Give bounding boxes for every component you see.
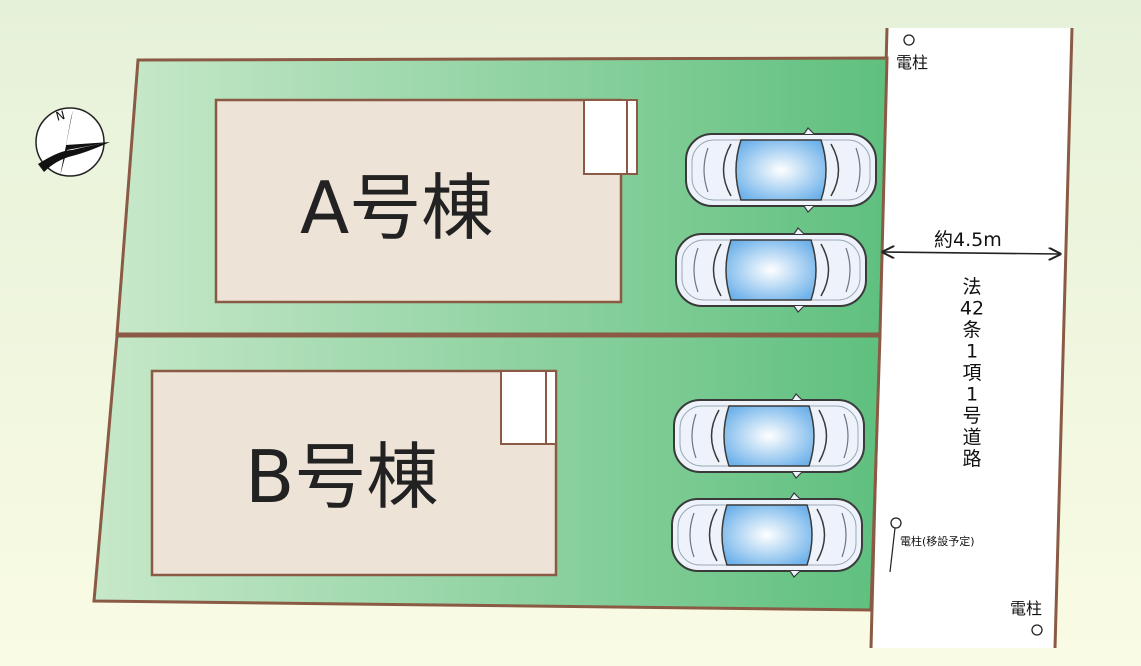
road-type-char: 路 <box>962 448 981 470</box>
car-1 <box>685 127 877 213</box>
road-type-char: 1 <box>966 384 978 406</box>
road-type-char: 法 <box>962 276 981 298</box>
building-b <box>150 369 558 577</box>
road-type-char: 項 <box>962 362 981 384</box>
car-3 <box>673 393 865 479</box>
building-a <box>214 98 623 304</box>
compass-north-arrow-icon <box>60 110 110 176</box>
road-type-char: 42 <box>960 298 984 320</box>
car-2 <box>675 227 867 313</box>
pole-top-label: 電柱 <box>896 53 928 72</box>
road-type-char: 号 <box>962 405 981 427</box>
compass-bird-icon <box>38 142 110 172</box>
road-type-char: 道 <box>962 427 981 449</box>
building-b-annex <box>500 370 557 445</box>
building-b-label: B号棟 <box>245 435 438 519</box>
road <box>871 28 1072 648</box>
road-width-arrow <box>883 252 1060 254</box>
road-width-label: 約4.5m <box>934 229 1002 251</box>
pole-relocate-icon <box>890 517 902 529</box>
pole-relocate-label: 電柱(移設予定) <box>900 534 975 548</box>
pole-bottom-icon <box>1031 624 1043 636</box>
compass-north-label: N <box>54 108 66 124</box>
road-edge-right <box>1053 27 1074 649</box>
compass: N <box>35 107 110 177</box>
pole-relocate-leader <box>889 527 896 573</box>
car-4 <box>671 492 863 578</box>
pole-bottom-label: 電柱 <box>1010 599 1042 618</box>
road-type-char: 条 <box>962 319 981 341</box>
building-a-annex <box>583 99 638 175</box>
building-a-label: A号棟 <box>300 166 493 250</box>
road-type-char: 1 <box>966 341 978 363</box>
pole-top-icon <box>903 34 915 46</box>
